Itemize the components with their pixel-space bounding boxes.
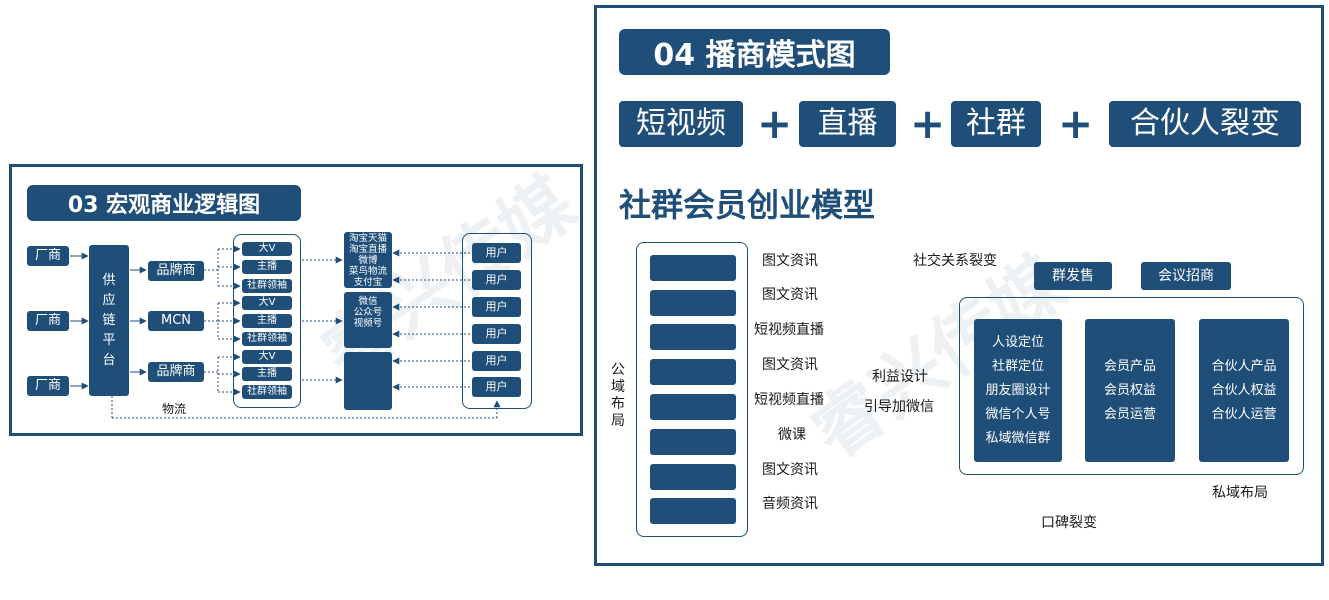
formula-live: 直播: [799, 101, 896, 147]
group-send-box: 群发售: [1034, 262, 1112, 290]
public-channel-bar: [650, 290, 736, 316]
public-domain-label: 公 域 布 局: [611, 362, 625, 429]
content-item: 短视频直播: [754, 322, 824, 338]
outlet-wechat: 微信 公众号 视频号: [344, 292, 392, 348]
factory-box-1: 厂商: [27, 246, 69, 266]
influencer-item: 社群领袖: [242, 385, 292, 399]
supply-chain-platform: 供 应 链 平 台: [89, 245, 129, 396]
public-channel-bar: [650, 394, 736, 420]
plus-sign: +: [757, 99, 793, 148]
content-item: 图文资讯: [762, 253, 818, 269]
plus-sign: +: [910, 99, 946, 148]
influencer-item: 社群领袖: [242, 332, 292, 346]
influencer-item: 主播: [242, 314, 292, 328]
influencer-groups-outline: [233, 234, 301, 408]
formula-community: 社群: [951, 101, 1041, 147]
public-channel-bar: [650, 324, 736, 350]
influencer-item: 大V: [242, 350, 292, 364]
content-item: 微课: [778, 427, 806, 443]
influencer-item: 社群领袖: [242, 279, 292, 293]
private-col-partner: 合伙人产品 合伙人权益 合伙人运营: [1199, 319, 1289, 462]
public-domain-outline: [636, 242, 748, 537]
private-domain-outline: [959, 297, 1304, 475]
user-box: 用户: [472, 243, 521, 263]
content-item: 音频资讯: [762, 496, 818, 512]
panel-03-title: 03 宏观商业逻辑图: [27, 185, 301, 221]
public-channel-bar: [650, 359, 736, 385]
public-channel-bar: [650, 498, 736, 524]
channel-mcn: MCN: [148, 311, 204, 331]
formula-short-video: 短视频: [619, 101, 743, 147]
logistics-label: 物流: [162, 402, 187, 416]
public-channel-bar: [650, 255, 736, 281]
user-box: 用户: [472, 377, 521, 397]
influencer-item: 主播: [242, 260, 292, 274]
content-item: 短视频直播: [754, 392, 824, 408]
private-col-persona: 人设定位 社群定位 朋友圈设计 微信个人号 私域微信群: [974, 319, 1062, 462]
channel-brand-2: 品牌商: [148, 362, 204, 382]
social-split-label: 社交关系裂变: [913, 253, 997, 269]
public-channel-bar: [650, 429, 736, 455]
outlet-alibaba: 淘宝天猫 淘宝直播 微博 菜鸟物流 支付宝: [344, 232, 392, 288]
private-domain-label: 私域布局: [1212, 485, 1268, 501]
benefit-design-label: 利益设计: [872, 369, 928, 385]
content-item: 图文资讯: [762, 357, 818, 373]
influencer-item: 大V: [242, 242, 292, 256]
content-item: 图文资讯: [762, 462, 818, 478]
meeting-box: 会议招商: [1141, 262, 1231, 290]
factory-box-3: 厂商: [27, 376, 69, 396]
user-box: 用户: [472, 351, 521, 371]
plus-sign: +: [1058, 99, 1094, 148]
user-box: 用户: [472, 297, 521, 317]
influencer-item: 主播: [242, 367, 292, 381]
users-outline: [462, 233, 532, 409]
formula-partner-split: 合伙人裂变: [1109, 101, 1301, 147]
content-item: 图文资讯: [762, 287, 818, 303]
factory-box-2: 厂商: [27, 311, 69, 331]
outlet-blank: [344, 352, 392, 410]
user-box: 用户: [472, 324, 521, 344]
public-channel-bar: [650, 464, 736, 490]
influencer-item: 大V: [242, 296, 292, 310]
model-subtitle: 社群会员创业模型: [619, 186, 876, 224]
channel-brand-1: 品牌商: [148, 261, 204, 281]
panel-04-title: 04 播商模式图: [619, 29, 890, 75]
guide-wechat-label: 引导加微信: [864, 399, 934, 415]
user-box: 用户: [472, 270, 521, 290]
private-col-member: 会员产品 会员权益 会员运营: [1085, 319, 1175, 462]
word-of-mouth-label: 口碑裂变: [1041, 515, 1097, 531]
